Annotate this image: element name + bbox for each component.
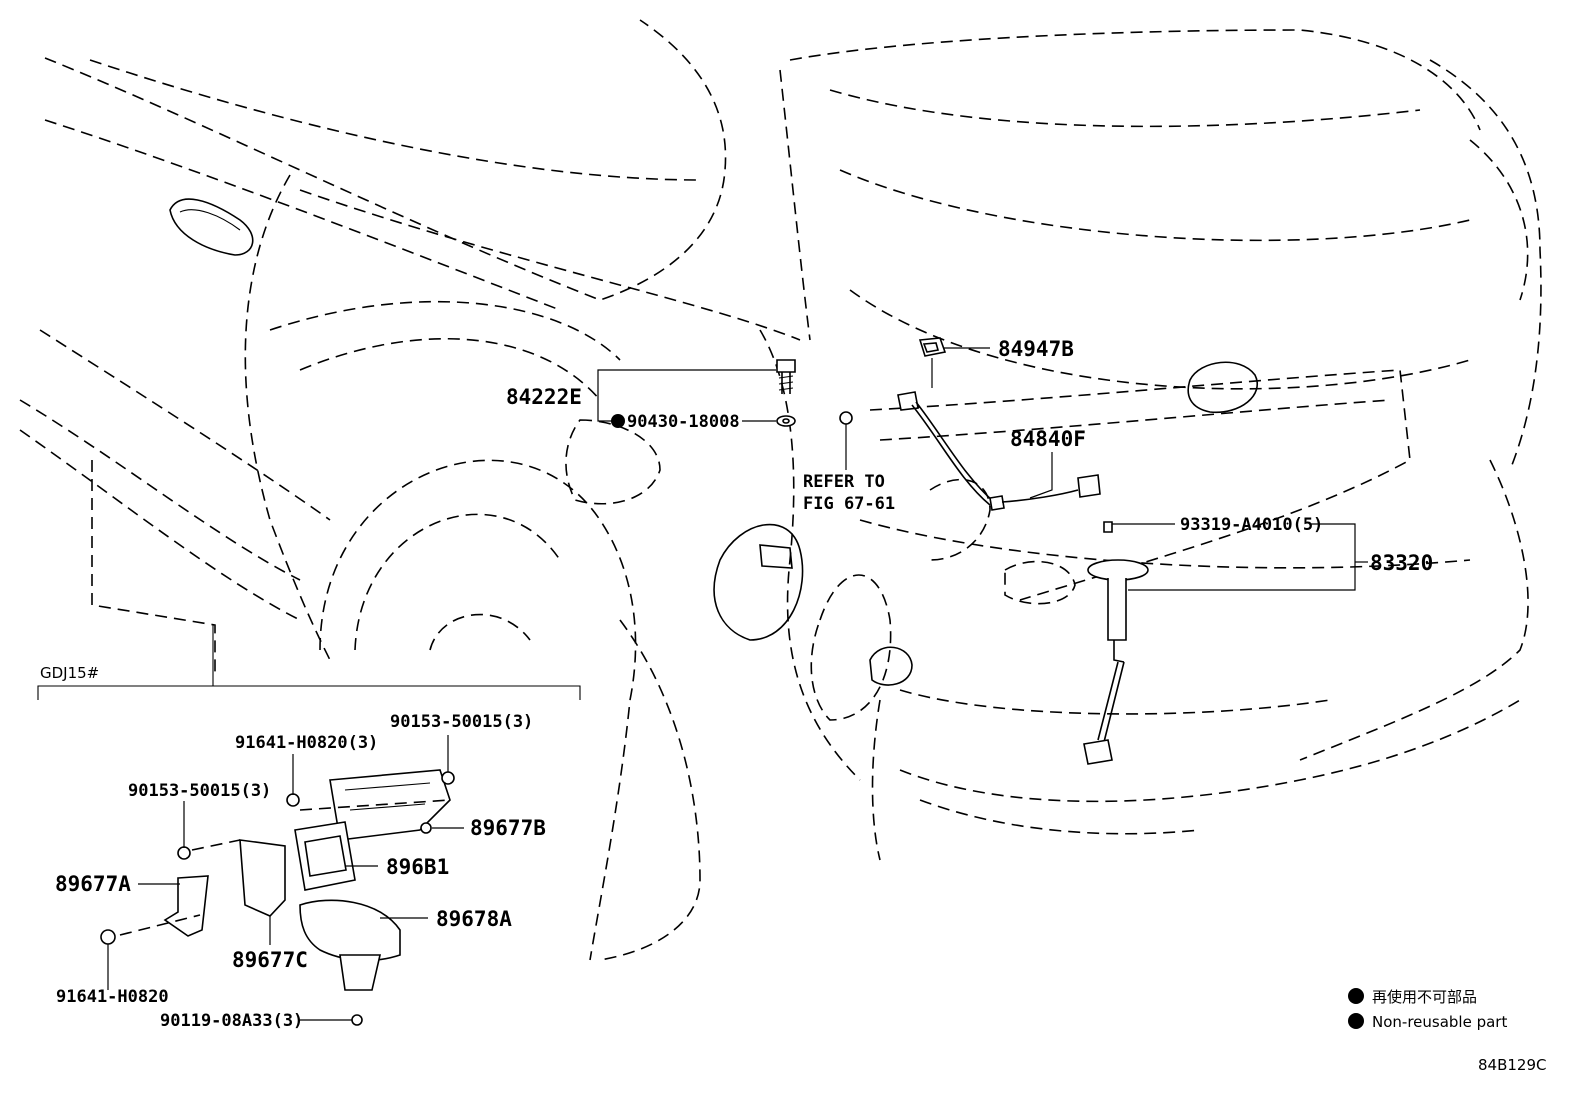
label-84222e: 84222E <box>506 385 582 409</box>
label-89677b: 89677B <box>470 816 546 840</box>
label-90153-50015-top: 90153-50015(3) <box>390 712 533 732</box>
part-labels: 84947B 84222E 90430-18008 REFER TO FIG 6… <box>40 337 1433 1031</box>
label-89677a: 89677A <box>55 872 131 896</box>
label-83320: 83320 <box>1370 551 1433 575</box>
label-896b1: 896B1 <box>386 855 449 879</box>
non-reusable-marker <box>611 414 625 428</box>
label-89677c: 89677C <box>232 948 308 972</box>
fuel-sender-83320 <box>1083 521 1149 765</box>
label-91641-h0820-3: 91641-H0820(3) <box>235 733 378 753</box>
clip-84947b <box>918 337 947 357</box>
label-90153-50015-left: 90153-50015(3) <box>128 781 271 801</box>
inset-bracket-group <box>37 625 581 1026</box>
label-93319-a4010: 93319-A4010(5) <box>1180 515 1323 535</box>
label-90119-08a33: 90119-08A33(3) <box>160 1011 303 1031</box>
legend-english: Non-reusable part <box>1372 1013 1507 1031</box>
fastener-84222e <box>776 359 796 394</box>
label-fig-67-61: FIG 67-61 <box>803 494 895 514</box>
washer-90430 <box>776 415 796 427</box>
legend-japanese: 再使用不可部品 <box>1372 988 1477 1006</box>
label-refer-to: REFER TO <box>803 472 885 492</box>
label-90430-18008: 90430-18008 <box>627 412 740 432</box>
label-84840f: 84840F <box>1010 427 1086 451</box>
leader-lines <box>107 347 1368 1021</box>
label-91641-h0820: 91641-H0820 <box>56 987 169 1007</box>
label-89678a: 89678A <box>436 907 512 931</box>
legend: 再使用不可部品 Non-reusable part <box>1348 988 1507 1031</box>
label-gdj15: GDJ15# <box>40 664 99 682</box>
harness-84840f <box>839 391 1101 511</box>
legend-bullet-ja <box>1348 988 1364 1004</box>
vehicle-body-outline <box>19 19 1542 961</box>
figure-code: 84B129C <box>1478 1056 1546 1074</box>
legend-bullet-en <box>1348 1013 1364 1029</box>
label-84947b: 84947B <box>998 337 1074 361</box>
